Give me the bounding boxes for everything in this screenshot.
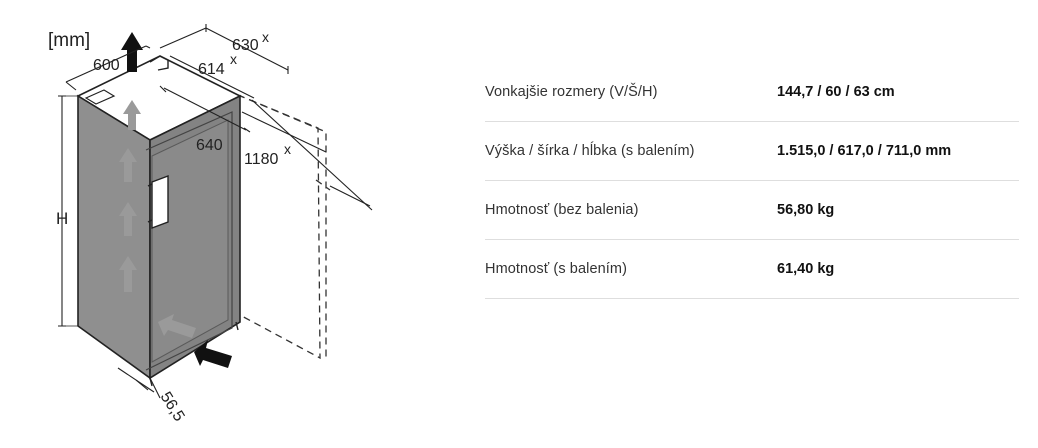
spec-value: 1.515,0 / 617,0 / 711,0 mm [777, 143, 952, 159]
airflow-arrow-up-3 [119, 202, 137, 236]
spec-value: 144,7 / 60 / 63 cm [777, 84, 895, 100]
airflow-arrow-up-4 [119, 256, 137, 292]
airflow-arrow-up-1 [123, 100, 141, 130]
spec-value: 61,40 kg [777, 261, 835, 277]
dim-width-inner-label: 614 [198, 61, 225, 78]
open-door-outline [237, 94, 331, 360]
spec-label: Hmotnosť (s balením) [485, 261, 628, 277]
spec-row: Hmotnosť (s balením) 61,40 kg [485, 240, 1019, 299]
spec-label: Hmotnosť (bez balenia) [485, 202, 639, 218]
dim-depth-door-open-label: 1180 [244, 151, 279, 168]
airflow-arrow-in [158, 314, 196, 338]
dim-depth-open-label: 640 [196, 137, 223, 154]
airflow-arrows [119, 100, 196, 338]
spec-row: Výška / šírka / hĺbka (s balením) 1.515,… [485, 122, 1019, 181]
spec-row: Vonkajšie rozmery (V/Š/H) 144,7 / 60 / 6… [485, 63, 1019, 122]
dim-width-inner-x-marker: x [230, 51, 237, 67]
spec-label: Vonkajšie rozmery (V/Š/H) [485, 84, 658, 100]
intake-arrow [194, 340, 232, 368]
spec-table: Vonkajšie rozmery (V/Š/H) 144,7 / 60 / 6… [485, 63, 1019, 299]
spec-label: Výška / šírka / hĺbka (s balením) [485, 143, 695, 159]
dim-height-label: H [56, 209, 68, 228]
dim-width-x-marker: x [262, 29, 269, 45]
unit-label: [mm] [48, 30, 90, 51]
fridge-dimension-drawing: [mm] [48, 24, 373, 425]
dim-width-label: 630 [232, 37, 259, 54]
dim-depth-door-open-x-marker: x [284, 141, 291, 157]
dim-depth-label: 600 [93, 57, 120, 74]
door-handle [151, 174, 169, 230]
airflow-arrow-up-2 [119, 148, 137, 182]
dimension-lines [58, 24, 373, 399]
spec-row: Hmotnosť (bez balenia) 56,80 kg [485, 181, 1019, 240]
spec-value: 56,80 kg [777, 202, 835, 218]
fridge-body [76, 55, 242, 387]
dim-offset-label: 56,5 [157, 389, 188, 425]
